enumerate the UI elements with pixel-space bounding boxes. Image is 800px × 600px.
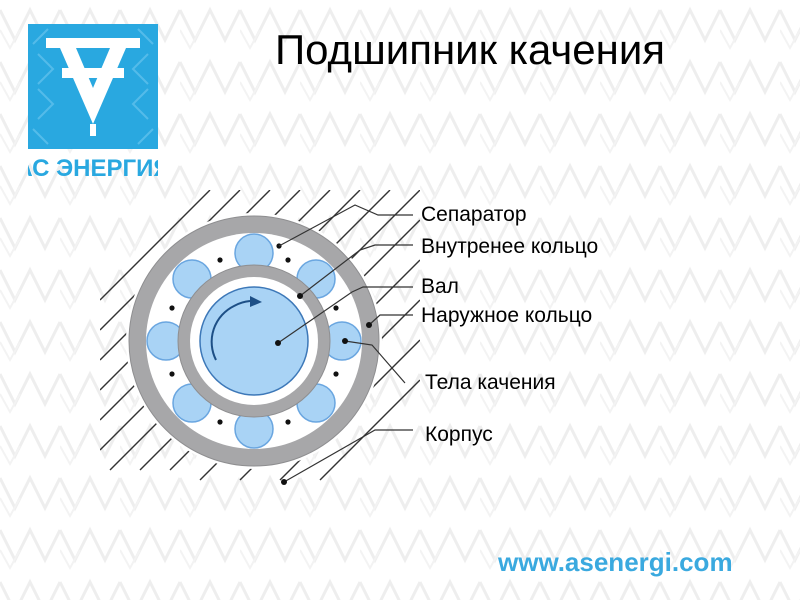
company-logo: АС ЭНЕРГИЯ bbox=[15, 24, 171, 182]
shaft bbox=[199, 286, 309, 396]
label-inner-ring: Внутренее кольцо bbox=[421, 235, 599, 258]
label-outer-ring: Наружное кольцо bbox=[421, 304, 593, 327]
page-title: Подшипник качения bbox=[274, 26, 666, 73]
leader-lines bbox=[277, 204, 413, 483]
logo-text: АС ЭНЕРГИЯ bbox=[28, 155, 158, 182]
leader-points bbox=[275, 293, 372, 485]
website-link[interactable]: www.asenergi.com bbox=[498, 547, 733, 577]
rotation-arrow bbox=[210, 300, 251, 361]
rotation-arrow-head bbox=[250, 296, 262, 307]
logo-graphic: АС ЭНЕРГИЯ bbox=[15, 24, 171, 182]
label-rolling-elements: Тела качения bbox=[425, 371, 556, 394]
label-shaft: Вал bbox=[421, 275, 459, 298]
separator-dots bbox=[169, 243, 339, 425]
label-housing: Корпус bbox=[425, 423, 493, 446]
label-separator: Сепаратор bbox=[421, 203, 527, 226]
